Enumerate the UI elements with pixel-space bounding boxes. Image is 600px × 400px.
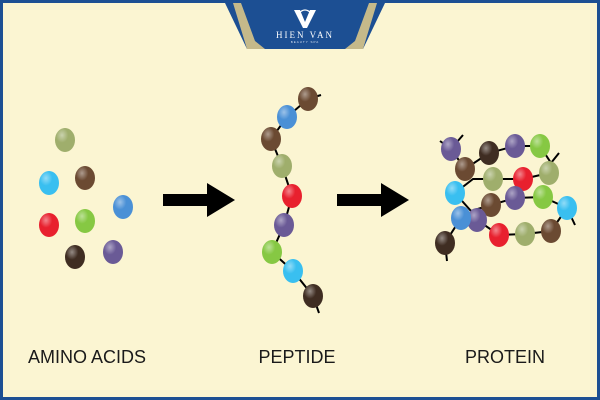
amino-acid-bead: [65, 245, 85, 269]
amino-acid-bead: [103, 240, 123, 264]
amino-acid-bead: [55, 128, 75, 152]
protein-bead: [505, 186, 525, 210]
amino-acid-bead: [75, 209, 95, 233]
brand-tagline: BEAUTY SPA: [290, 40, 320, 44]
peptide-bead: [274, 213, 294, 237]
protein-bead: [455, 157, 475, 181]
amino-acid-bead: [39, 171, 59, 195]
protein-bead: [435, 231, 455, 255]
protein-bead: [533, 185, 553, 209]
peptide-bead: [261, 127, 281, 151]
protein-formation-diagram: [39, 3, 577, 314]
protein-bead: [513, 167, 533, 191]
peptide-bead: [303, 284, 323, 308]
protein-bead: [515, 222, 535, 246]
amino-acid-bead: [113, 195, 133, 219]
protein-bead: [451, 206, 471, 230]
logo-tab: [225, 3, 385, 49]
protein-bead: [505, 134, 525, 158]
peptide-bead: [282, 184, 302, 208]
protein-bead: [539, 161, 559, 185]
label-protein: PROTEIN: [464, 347, 545, 367]
protein-bead: [489, 223, 509, 247]
protein-bead: [481, 193, 501, 217]
brand-logo-icon: [294, 9, 316, 28]
protein-bead: [479, 141, 499, 165]
protein-bead: [467, 208, 487, 232]
peptide-chain: [261, 87, 323, 314]
amino-acid-bead: [39, 213, 59, 237]
protein-structure: [435, 134, 577, 262]
peptide-bead: [298, 87, 318, 111]
protein-bead: [483, 167, 503, 191]
peptide-bead: [272, 154, 292, 178]
arrow-right-icon: [163, 183, 235, 217]
amino-acid-bead: [75, 166, 95, 190]
protein-bead: [441, 137, 461, 161]
peptide-bead: [283, 259, 303, 283]
protein-bead: [445, 181, 465, 205]
brand-name: HIEN VAN: [276, 30, 334, 40]
peptide-bead: [262, 240, 282, 264]
arrow-right-icon: [337, 183, 409, 217]
peptide-bead: [277, 105, 297, 129]
protein-bead: [557, 196, 577, 220]
protein-bead: [541, 219, 561, 243]
protein-bead: [530, 134, 550, 158]
label-peptide: PEPTIDE: [258, 347, 336, 367]
amino-acids-group: [39, 128, 133, 269]
label-amino-acids: AMINO ACIDS: [27, 347, 147, 367]
brand-header: HIEN VAN BEAUTY SPA: [225, 3, 385, 49]
